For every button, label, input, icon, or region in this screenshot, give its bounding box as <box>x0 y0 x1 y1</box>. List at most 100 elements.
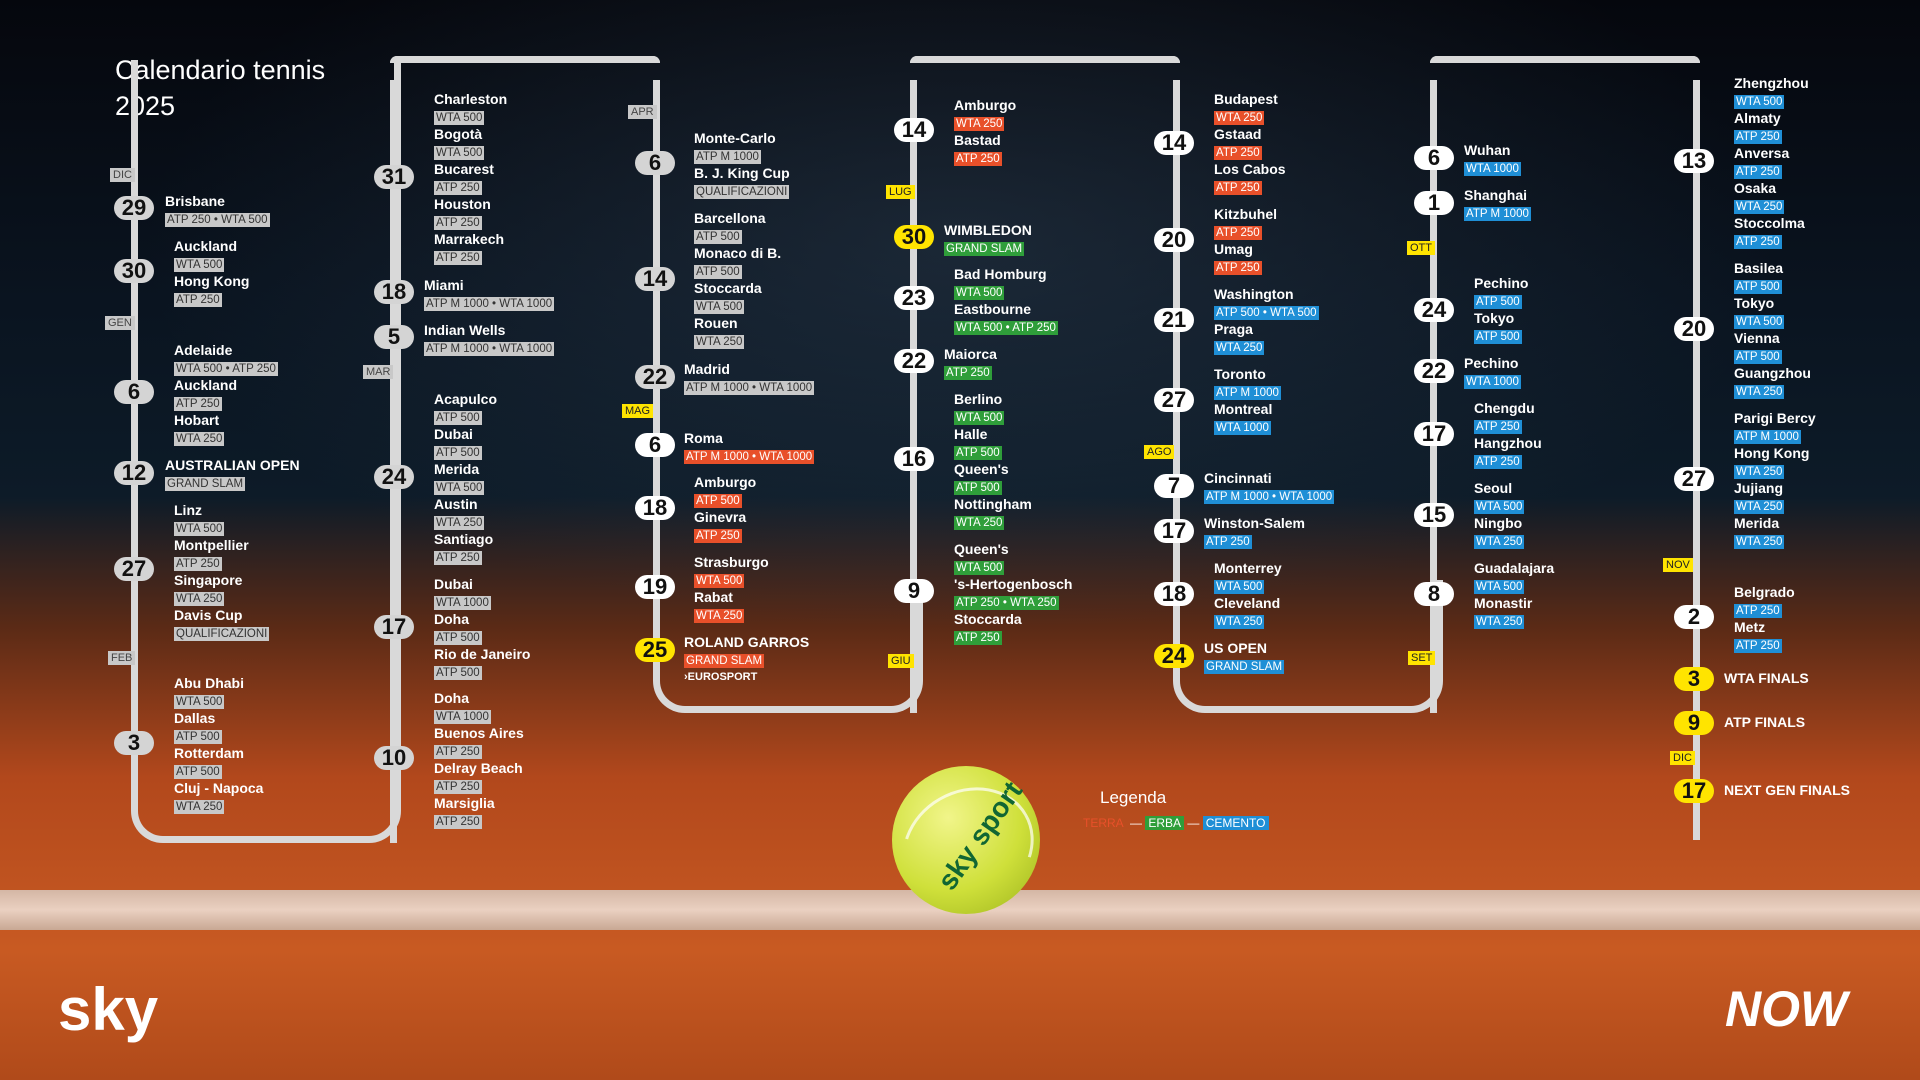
month-label: OTT <box>1407 241 1435 255</box>
event-wta-finals: WTA FINALS <box>1724 670 1809 686</box>
date-pill: 3 <box>114 731 154 755</box>
timeline-track-6-left <box>1430 80 1437 713</box>
sky-logo: sky <box>58 976 159 1043</box>
date-pill: 6 <box>1414 146 1454 170</box>
date-pill: 5 <box>374 325 414 349</box>
legend: Legenda TERRA — ERBA — CEMENTO <box>1080 788 1269 830</box>
tennis-ball-icon <box>892 766 1040 914</box>
date-pill: 29 <box>114 196 154 220</box>
date-pill: 22 <box>635 365 675 389</box>
month-label: DIC <box>1670 751 1695 765</box>
timeline-track-2-left <box>390 80 397 843</box>
date-pill: 27 <box>1154 388 1194 412</box>
legend-terra: TERRA <box>1083 816 1124 830</box>
date-pill: 30 <box>894 225 934 249</box>
date-pill: 17 <box>374 615 414 639</box>
timeline-track-4 <box>910 56 1180 63</box>
month-label: GEN <box>105 316 135 330</box>
date-pill: 6 <box>635 151 675 175</box>
now-logo: NOW <box>1725 981 1848 1037</box>
timeline-track-4-left <box>910 80 917 713</box>
date-pill: 18 <box>635 496 675 520</box>
legend-title: Legenda <box>1100 788 1167 807</box>
date-pill: 10 <box>374 746 414 770</box>
timeline-track-6-right <box>1693 80 1700 840</box>
date-pill: 2 <box>1674 605 1714 629</box>
date-pill: 24 <box>374 465 414 489</box>
date-pill: 6 <box>114 380 154 404</box>
date-pill: 18 <box>374 280 414 304</box>
month-label: APR <box>628 105 657 119</box>
date-pill: 17 <box>1674 779 1714 803</box>
month-label: SET <box>1408 651 1436 665</box>
date-pill: 1 <box>1414 191 1454 215</box>
timeline-track-1 <box>131 60 401 843</box>
date-pill: 7 <box>1154 474 1194 498</box>
month-label: DIC <box>110 168 135 182</box>
month-label: AGO <box>1144 445 1175 459</box>
date-pill: 14 <box>894 118 934 142</box>
month-label: GIU <box>888 654 914 668</box>
date-pill: 18 <box>1154 582 1194 606</box>
date-pill: 25 <box>635 638 675 662</box>
date-pill: 16 <box>894 447 934 471</box>
event-atp-finals: ATP FINALS <box>1724 714 1806 730</box>
date-pill: 17 <box>1154 519 1194 543</box>
date-pill: 13 <box>1674 149 1714 173</box>
date-pill: 22 <box>1414 359 1454 383</box>
date-pill: 14 <box>635 267 675 291</box>
date-pill: 27 <box>1674 467 1714 491</box>
date-pill: 30 <box>114 259 154 283</box>
date-pill: 15 <box>1414 503 1454 527</box>
event-next-gen-finals: NEXT GEN FINALS <box>1724 782 1851 798</box>
timeline-track-2 <box>390 56 660 63</box>
date-pill: 9 <box>1674 711 1714 735</box>
date-pill: 31 <box>374 165 414 189</box>
legend-erba: ERBA <box>1145 816 1185 830</box>
date-pill: 17 <box>1414 422 1454 446</box>
date-pill: 20 <box>1674 317 1714 341</box>
month-label: FEB <box>108 651 136 665</box>
timeline-track-6 <box>1430 56 1700 63</box>
month-label: MAG <box>622 404 654 418</box>
date-pill: 22 <box>894 349 934 373</box>
date-pill: 27 <box>114 557 154 581</box>
date-pill: 20 <box>1154 228 1194 252</box>
legend-cemento: CEMENTO <box>1202 816 1269 830</box>
